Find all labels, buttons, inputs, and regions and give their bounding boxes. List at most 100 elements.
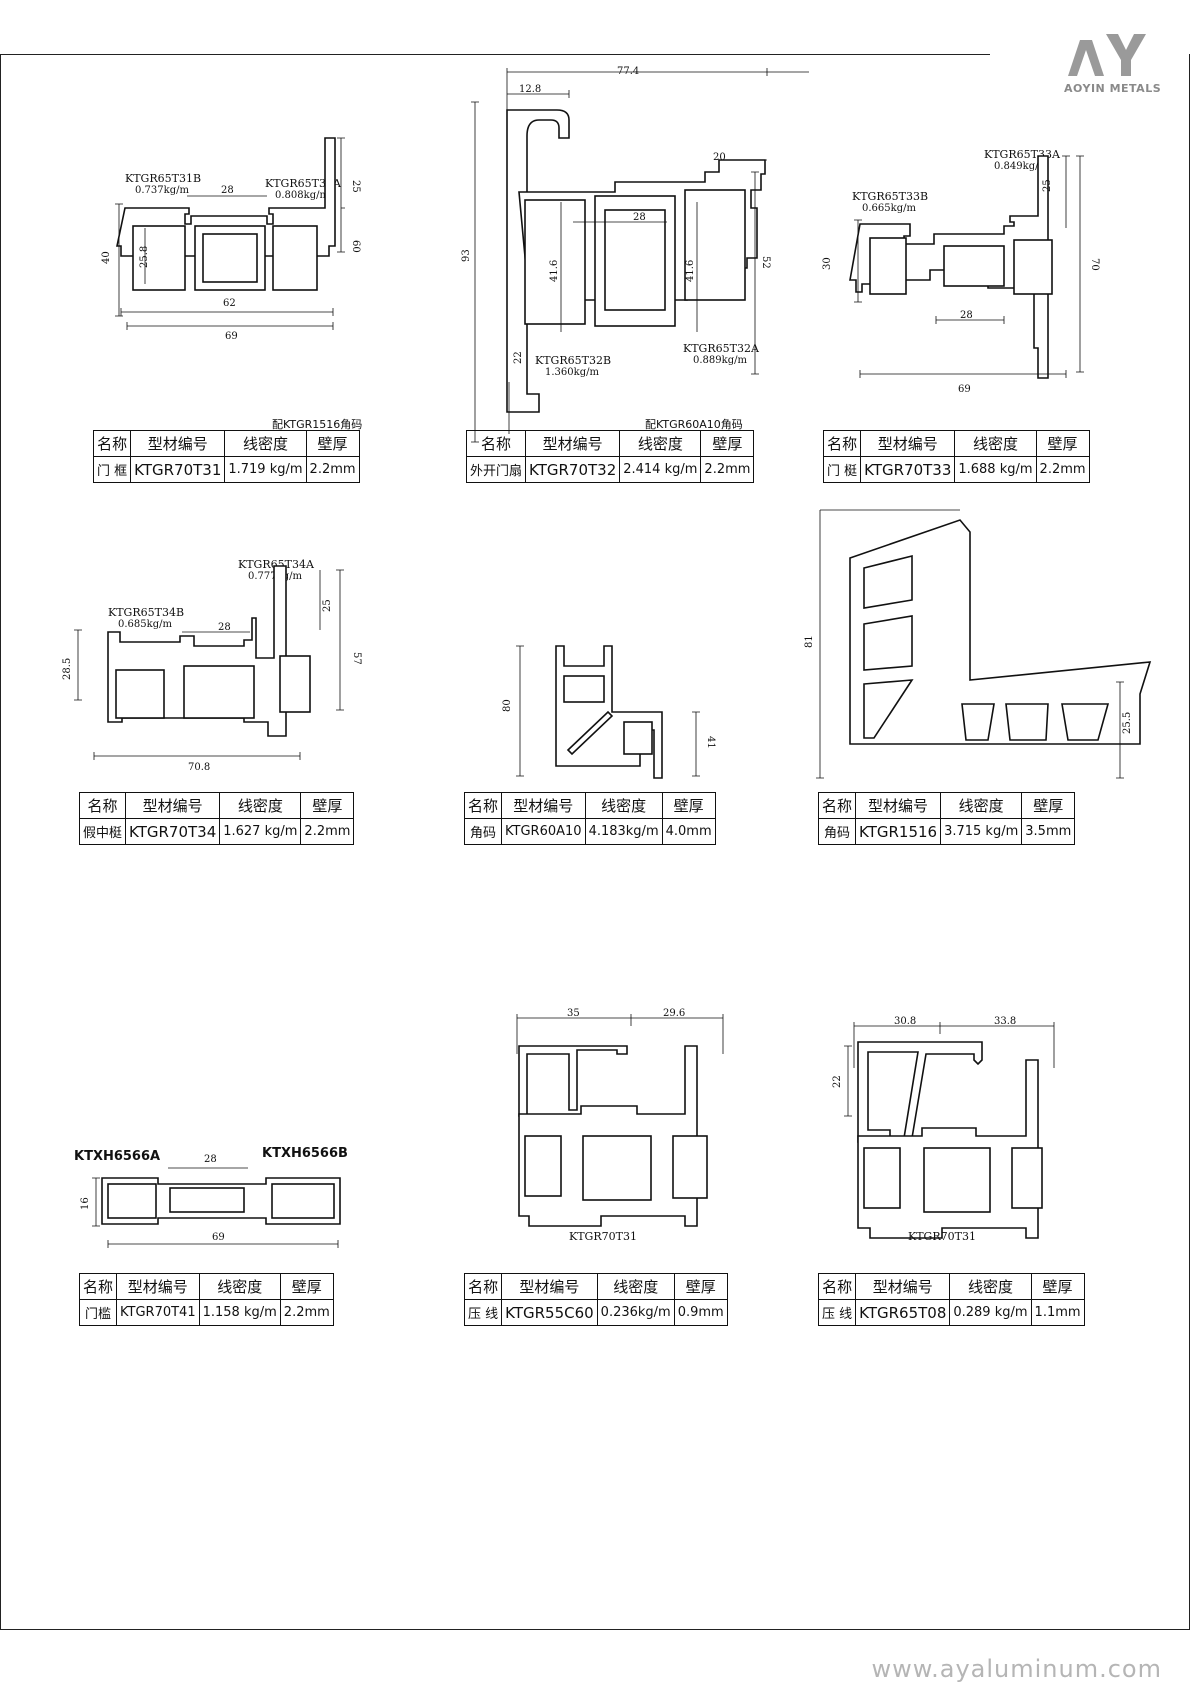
brand-name: AOYIN METALS	[1064, 82, 1162, 95]
footer-url: www.ayaluminum.com	[871, 1655, 1162, 1683]
part-label: KTGR65T33A	[984, 148, 1061, 161]
dim-29-6: 29.6	[663, 1008, 685, 1019]
part-label: KTGR65T33B	[852, 190, 928, 203]
header-name: 名称	[463, 1273, 503, 1300]
cell-density: 2.414 kg/m	[619, 456, 702, 483]
header-thickness: 壁厚	[279, 1273, 334, 1300]
header-name: 名称	[92, 430, 132, 457]
cell-name: 角码	[817, 818, 857, 845]
header-density: 线密度	[219, 792, 302, 819]
dim-16: 16	[80, 1197, 91, 1210]
cell-code: KTGR70T34	[125, 818, 221, 845]
header-thickness: 壁厚	[661, 792, 716, 819]
part-label: KTGR65T31A	[265, 177, 342, 190]
cell-code: KTGR70T32	[525, 456, 621, 483]
dim-28-5: 28.5	[62, 658, 73, 680]
dim-25-5: 25.5	[1122, 712, 1133, 734]
part-label: KTXH6566B	[262, 1146, 348, 1161]
header-thickness: 壁厚	[700, 430, 755, 457]
header-density: 线密度	[584, 792, 663, 819]
profile-drawing-ktgr1516: 81 25.5	[804, 509, 1152, 779]
part-label: KTGR65T31B	[125, 172, 201, 185]
dim-69: 69	[225, 331, 238, 342]
header-density: 线密度	[596, 1273, 675, 1300]
dim-57: 57	[351, 652, 362, 665]
cell-thickness: 2.2mm	[305, 456, 360, 483]
bottom-border	[0, 1629, 1190, 1630]
profile-caption: KTGR70T31	[569, 1230, 637, 1243]
part-density: 0.808kg/m	[275, 190, 329, 201]
header-density: 线密度	[949, 1273, 1032, 1300]
dim-28: 28	[218, 622, 231, 633]
part-label: KTGR65T32A	[683, 342, 760, 355]
header-thickness: 壁厚	[1030, 1273, 1085, 1300]
header-density: 线密度	[619, 430, 702, 457]
cell-density: 3.715 kg/m	[940, 818, 1023, 845]
table-note: 配KTGR60A10角码	[645, 418, 743, 431]
profile-drawing-ktgr70t31: KTGR65T31B 0.737kg/m KTGR65T31A 0.808kg/…	[101, 137, 361, 342]
header-code: 型材编号	[116, 1273, 200, 1300]
cell-name: 假中梃	[78, 818, 127, 845]
part-density: 0.849kg/m	[994, 161, 1048, 172]
cell-density: 0.236kg/m	[596, 1299, 675, 1326]
profile-caption: KTGR70T31	[908, 1230, 976, 1243]
dim-77-4: 77.4	[617, 66, 639, 77]
dim-70: 70	[1089, 258, 1100, 271]
aoyin-logo	[1068, 34, 1146, 76]
header-code: 型材编号	[855, 792, 942, 819]
cell-density: 0.289 kg/m	[949, 1299, 1032, 1326]
cell-thickness: 2.2mm	[700, 456, 755, 483]
profile-drawing-ktgr70t32: 77.4 12.8 20 28 93 41.6 41.6 52 22 KTGR6…	[461, 66, 809, 443]
header-name: 名称	[465, 430, 527, 457]
dim-41-6: 41.6	[685, 260, 696, 282]
table-note: 配KTGR1516角码	[272, 418, 363, 431]
dim-25: 25	[350, 180, 361, 193]
header-density: 线密度	[224, 430, 307, 457]
profile-drawing-ktgr55c60: 35 29.6 KTGR70T31	[516, 1008, 724, 1243]
header-name: 名称	[817, 1273, 857, 1300]
dim-62: 62	[223, 298, 236, 309]
dim-25: 25	[322, 599, 333, 612]
dim-22: 22	[832, 1075, 843, 1088]
dim-25-8: 25.8	[139, 246, 150, 268]
header-code: 型材编号	[860, 430, 956, 457]
dim-22: 22	[513, 351, 524, 364]
cell-name: 门 梃	[822, 456, 862, 483]
top-border	[0, 54, 990, 55]
cell-name: 门槛	[78, 1299, 118, 1326]
cell-code: KTGR70T31	[130, 456, 226, 483]
dim-70-8: 70.8	[188, 762, 210, 773]
cell-code: KTGR1516	[855, 818, 942, 845]
cell-code: KTGR60A10	[501, 818, 586, 845]
dim-41-6: 41.6	[549, 260, 560, 282]
dim-93: 93	[461, 249, 472, 262]
cell-density: 1.627 kg/m	[219, 818, 302, 845]
cell-thickness: 0.9mm	[673, 1299, 728, 1326]
cell-name: 压 线	[463, 1299, 503, 1326]
header-code: 型材编号	[501, 792, 586, 819]
dim-41: 41	[705, 736, 716, 749]
part-label: KTGR65T34A	[238, 558, 315, 571]
header-name: 名称	[463, 792, 503, 819]
header-code: 型材编号	[130, 430, 226, 457]
header-density: 线密度	[198, 1273, 281, 1300]
header-thickness: 壁厚	[300, 792, 355, 819]
dim-28: 28	[633, 212, 646, 223]
header-code: 型材编号	[855, 1273, 951, 1300]
dim-80: 80	[502, 699, 513, 712]
cell-thickness: 3.5mm	[1021, 818, 1076, 845]
cell-density: 1.688 kg/m	[954, 456, 1037, 483]
cell-code: KTGR70T41	[116, 1299, 200, 1326]
dim-35: 35	[567, 1008, 580, 1019]
profile-drawing-ktgr70t34: KTGR65T34A 0.777kg/m KTGR65T34B 0.685kg/…	[62, 558, 362, 773]
dim-60: 60	[350, 240, 361, 253]
cell-thickness: 2.2mm	[300, 818, 355, 845]
cell-density: 1.719 kg/m	[224, 456, 307, 483]
